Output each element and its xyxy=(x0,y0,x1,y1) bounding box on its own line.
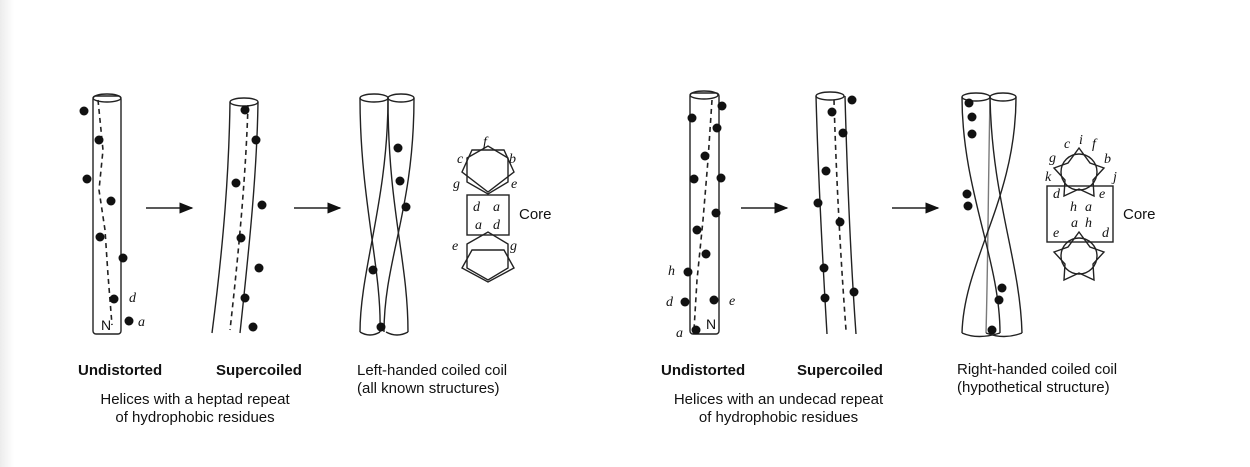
undistorted-label-right: Undistorted xyxy=(661,362,746,379)
wheel-letter: e xyxy=(1053,226,1060,241)
wheel-letter: d xyxy=(473,200,480,215)
wheel-bottom-star xyxy=(461,249,515,283)
left-helices-caption: Helices with a heptad repeat of hydropho… xyxy=(100,391,290,426)
residue-dot xyxy=(124,316,134,326)
hydrophobic-seam xyxy=(229,104,249,331)
undistorted-label-left: Undistorted xyxy=(78,362,163,379)
wheel-top-star xyxy=(1052,146,1106,198)
hydrophobic-seam xyxy=(97,99,113,326)
left-coiled-coil-caption: Left-handed coiled coil (all known struc… xyxy=(357,362,508,397)
residue-dot xyxy=(95,232,105,242)
left-helical-wheels xyxy=(461,145,515,283)
wheel-letter: g xyxy=(510,239,517,254)
wheel-letter: b xyxy=(1104,152,1111,167)
wheel-letter: e xyxy=(511,177,518,192)
wheel-letter: a xyxy=(1085,200,1092,215)
helix-outline-left xyxy=(211,101,231,334)
n-terminus-label: N xyxy=(706,316,717,332)
helix-top xyxy=(229,97,259,107)
left-coiled-coil xyxy=(359,93,415,336)
wheel-letter: e xyxy=(452,239,459,254)
left-coiled-coil-residues xyxy=(368,143,411,332)
left-undistorted-residues xyxy=(79,106,134,326)
wheel-letter: i xyxy=(1079,133,1083,148)
wheel-bottom-star xyxy=(1052,230,1106,282)
page-edge-shadow xyxy=(0,0,14,467)
helix-top xyxy=(92,93,122,103)
residue-dot xyxy=(118,253,128,263)
right-helical-wheels xyxy=(1046,146,1114,282)
position-label-d: d xyxy=(666,295,673,310)
core-label-right: Core xyxy=(1123,206,1156,223)
wheel-top-star xyxy=(461,149,515,193)
wheel-top-heptagon xyxy=(466,145,509,195)
strand-a-outer xyxy=(359,97,381,333)
right-supercoiled-residues xyxy=(813,95,859,303)
wheel-letter: h xyxy=(1070,200,1077,215)
wheel-letter: g xyxy=(453,177,460,192)
supercoiled-label-left: Supercoiled xyxy=(216,362,302,379)
helix-cylinder xyxy=(92,95,122,335)
strand-b-outer xyxy=(387,97,409,333)
wheel-letter: f xyxy=(1092,137,1096,152)
wheel-letter: d xyxy=(493,218,500,233)
residue-dot xyxy=(79,106,89,116)
residue-dot xyxy=(94,135,104,145)
residue-dot xyxy=(106,196,116,206)
wheel-letter: e xyxy=(1099,187,1106,202)
position-label-a: a xyxy=(676,326,683,341)
left-supercoiled-residues xyxy=(231,105,267,332)
wheel-letter: j xyxy=(1113,170,1117,185)
n-terminus-label: N xyxy=(101,317,112,333)
position-label-h: h xyxy=(668,264,675,279)
wheel-letter: a xyxy=(493,200,500,215)
right-helices-caption: Helices with an undecad repeat of hydrop… xyxy=(673,391,884,426)
right-supercoiled-helix xyxy=(815,91,857,335)
right-coiled-coil-caption: Right-handed coiled coil (hypothetical s… xyxy=(957,361,1118,396)
right-coiled-coil xyxy=(961,92,1023,338)
wheel-letter: b xyxy=(509,152,516,167)
wheel-letter: a xyxy=(475,218,482,233)
wheel-letter: f xyxy=(483,135,487,150)
right-undistorted-residues xyxy=(680,101,727,335)
wheel-top-circle xyxy=(1060,153,1098,191)
position-label-d: d xyxy=(129,291,136,306)
left-undistorted-helix xyxy=(92,93,122,335)
wheel-letter: k xyxy=(1045,170,1052,185)
left-supercoiled-helix xyxy=(211,97,259,334)
wheel-bottom-heptagon xyxy=(466,231,509,281)
wheel-letter: c xyxy=(1064,137,1071,152)
wheel-bottom-circle xyxy=(1060,237,1098,275)
position-label-a: a xyxy=(138,315,145,330)
wheel-letter: g xyxy=(1049,151,1056,166)
right-coiled-coil-residues xyxy=(962,98,1007,335)
wheel-letter: a xyxy=(1071,216,1078,231)
core-label-left: Core xyxy=(519,206,552,223)
wheel-letter: d xyxy=(1102,226,1109,241)
supercoiled-label-right: Supercoiled xyxy=(797,362,883,379)
position-label-e: e xyxy=(729,294,736,309)
wheel-letter: c xyxy=(457,152,464,167)
wheel-letter: d xyxy=(1053,187,1060,202)
core-box xyxy=(1046,185,1114,243)
core-box xyxy=(466,194,510,236)
wheel-letter: h xyxy=(1085,216,1092,231)
residue-dot xyxy=(82,174,92,184)
residue-dot xyxy=(109,294,119,304)
